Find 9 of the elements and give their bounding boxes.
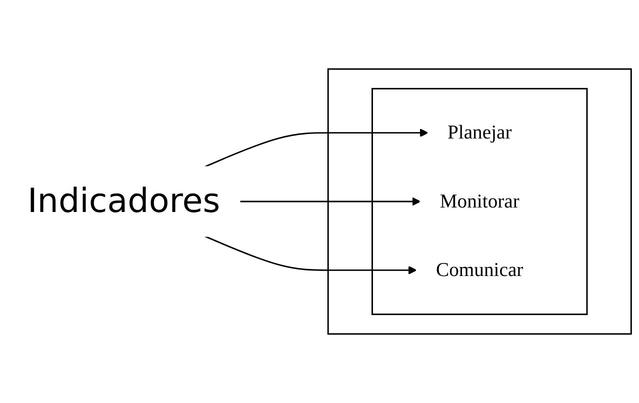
- cluster: [372, 88, 588, 316]
- cluster: [327, 68, 632, 335]
- node-text: Planejar: [447, 122, 512, 144]
- arrow: [204, 128, 428, 168]
- node-text: Monitorar: [440, 190, 520, 212]
- node-text: Indicadores: [27, 181, 220, 221]
- arrow: [204, 236, 417, 274]
- node-text: Comunicar: [436, 259, 524, 281]
- arrow: [240, 197, 421, 206]
